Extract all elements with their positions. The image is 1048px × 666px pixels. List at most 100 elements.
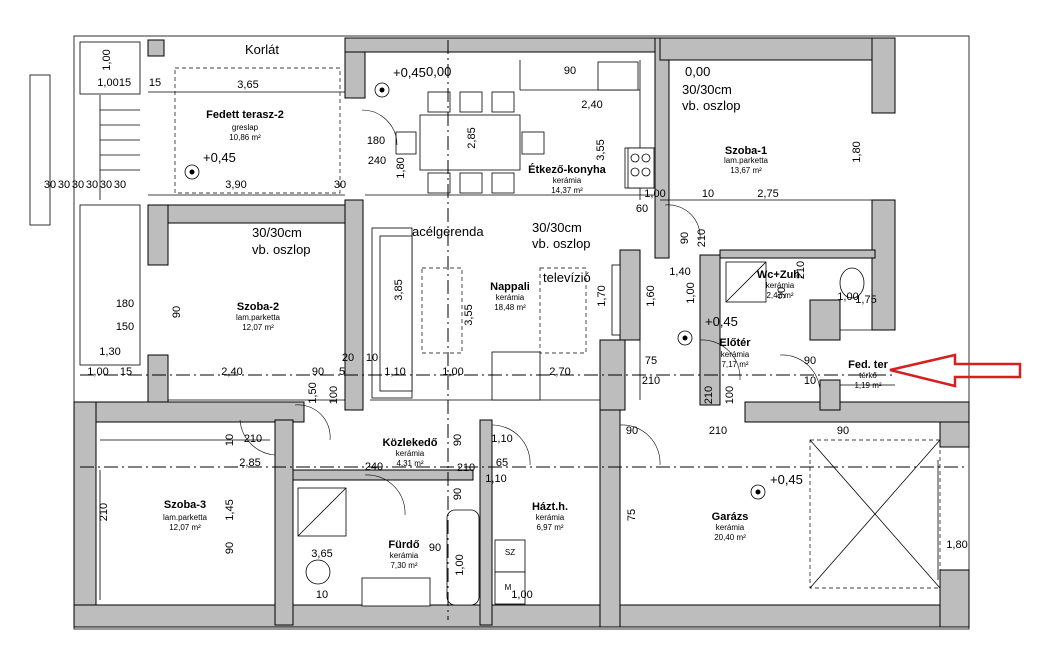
dimension-label: 1,00 (837, 291, 858, 303)
dimension-label: 100 (724, 386, 736, 404)
dimension-label: 3,65 (311, 548, 332, 560)
room-area-bath: 7,30 m² (390, 561, 417, 570)
dimension-label: 1,00 (511, 589, 532, 601)
dimension-label: 2,75 (757, 188, 778, 200)
dimension-label: 20 (342, 352, 354, 364)
dimension-label: 10 (316, 589, 328, 601)
dimension-label: 100 (328, 386, 340, 404)
room-area-wc: 2,47 m² (766, 291, 793, 300)
wall-segment (619, 249, 641, 341)
dimension-label: 3,55 (595, 139, 607, 160)
chair (491, 91, 515, 113)
dimension-label: 2,85 (239, 457, 260, 469)
dimension-label: 3,55 (463, 304, 475, 325)
room-material-utility: kerámia (536, 513, 565, 522)
chair (427, 91, 451, 113)
level-kitchen: 0,00 (426, 64, 451, 79)
washing-machine (494, 539, 526, 573)
chair (459, 91, 483, 113)
wall-segment (744, 401, 970, 423)
dimension-label: 30 (100, 179, 112, 191)
wall-segment (599, 401, 621, 628)
dimension-label: 1,00 (87, 366, 108, 378)
dimension-label: 210 (709, 425, 727, 437)
dimension-label: 1,30 (99, 346, 120, 358)
column-note-3a: 30/30cm (532, 220, 582, 235)
dimension-label: 30 (72, 179, 84, 191)
dimension-label: 1,50 (307, 382, 319, 403)
chair (395, 131, 417, 155)
dimension-label: 2,70 (549, 366, 570, 378)
column-note-1a: 30/30cm (682, 82, 732, 97)
dimension-label: 1,00 (442, 366, 463, 378)
dimension-label: 30 (114, 179, 126, 191)
dimension-label: 75 (645, 355, 657, 367)
room-name-kitchen: Étkező-konyha (528, 163, 607, 176)
stove (627, 147, 655, 189)
column-note-2a: 30/30cm (252, 225, 302, 240)
chair (491, 172, 515, 194)
furniture (297, 91, 865, 607)
room-labels: Fedett terasz-2 greslap 10,86 m² Étkező-… (163, 109, 889, 570)
dimension-label: 180 (367, 135, 385, 147)
level-dining: +0,45 (393, 65, 426, 80)
dimension-label: 30 (86, 179, 98, 191)
beam-note: acélgerenda (412, 224, 484, 239)
room-material-room2: lam.parketta (236, 313, 281, 322)
dimension-label: 90 (626, 425, 638, 437)
dimension-label: 5 (339, 366, 345, 378)
wall-segment (292, 469, 474, 481)
dimension-label: 1,80 (946, 539, 967, 551)
dimension-label: 1,00 (644, 188, 665, 200)
dimension-label: 90 (452, 434, 464, 446)
wall-segment (479, 419, 493, 626)
dimension-label: 90 (837, 425, 849, 437)
room-area-hall: 7,17 m² (721, 360, 748, 369)
wall-segment (274, 419, 294, 626)
dimension-label: 1,00 (685, 282, 697, 303)
room-name-living: Nappali (490, 281, 530, 293)
wall-segment (659, 37, 896, 61)
bathtub (446, 509, 480, 606)
room-name-wc: Wc+Zuh. (757, 269, 803, 281)
room-material-kitchen: kerámia (553, 176, 582, 185)
axis-lines (80, 40, 965, 620)
dimension-label: 2,40 (221, 366, 242, 378)
dimension-label: 1,00 (97, 77, 118, 89)
sofa-seat (379, 235, 413, 392)
room-area-terrace: 10,86 m² (229, 133, 261, 142)
room-area-kitchen: 14,37 m² (551, 186, 583, 195)
appliance-label-sz: SZ (505, 548, 515, 557)
dimension-label: 150 (116, 321, 134, 333)
dimension-label: 2,85 (466, 127, 478, 148)
dimension-label: 3,90 (225, 179, 246, 191)
chair (427, 172, 451, 194)
room-area-porch: 1,19 m² (854, 381, 881, 390)
chair (459, 172, 483, 194)
toilet (839, 267, 865, 299)
column-note-3b: vb. oszlop (532, 236, 591, 251)
dryer (494, 571, 526, 605)
column-note-1b: vb. oszlop (682, 98, 741, 113)
dimension-label: 90 (429, 542, 441, 554)
room-material-terrace: greslap (232, 123, 259, 132)
room-name-room3: Szoba-3 (164, 499, 206, 511)
room-name-bath: Fürdő (388, 539, 419, 551)
level-terrace: +0,45 (203, 150, 236, 165)
dimension-label: 10 (366, 352, 378, 364)
room-area-living: 18,48 m² (494, 303, 526, 312)
dining-table (419, 114, 521, 171)
room-material-porch: térkő (859, 371, 877, 380)
dimension-label: 30 (44, 179, 56, 191)
room-material-corridor: kerámia (396, 449, 425, 458)
wall-segment (147, 39, 165, 57)
dimension-label: 210 (696, 229, 708, 247)
room-area-utility: 6,97 m² (536, 523, 563, 532)
level-hall: +0,45 (705, 314, 738, 329)
dimension-label: 210 (703, 386, 715, 404)
dimension-label: 240 (365, 461, 383, 473)
room-name-room2: Szoba-2 (237, 301, 279, 313)
dimension-label: 1,00 (101, 49, 113, 70)
